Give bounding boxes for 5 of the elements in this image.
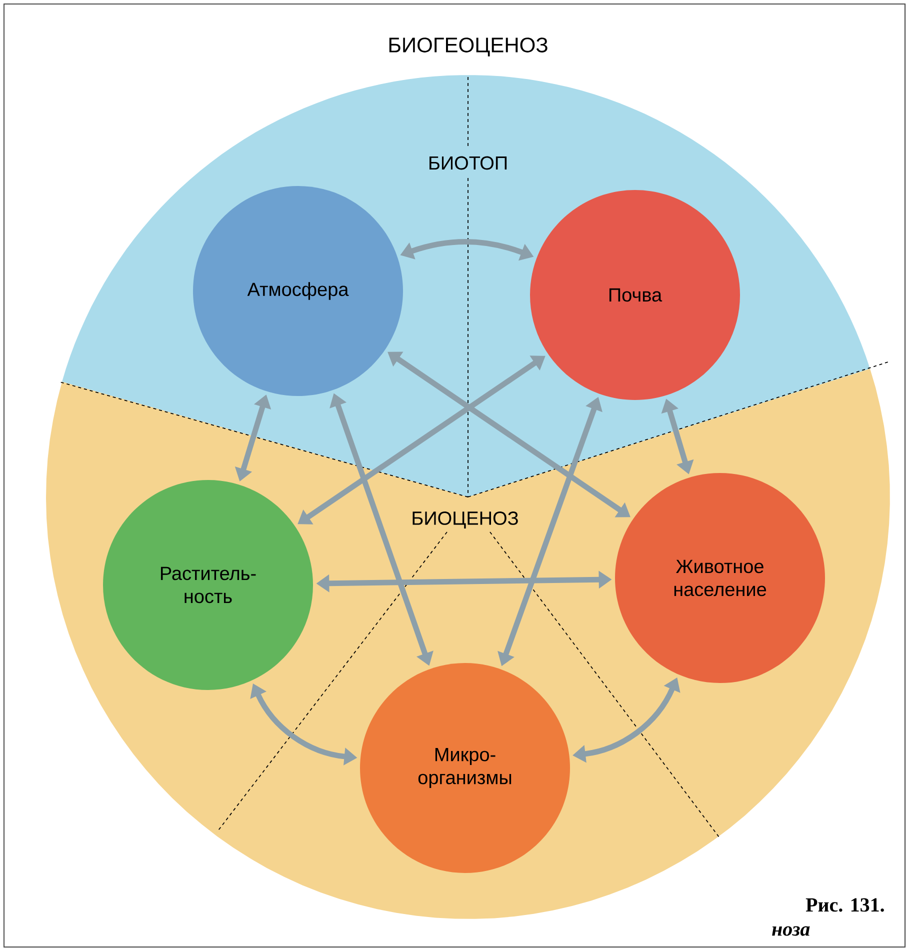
- sector-label: БИОТОП: [426, 154, 510, 172]
- sector-label: БИОЦЕНОЗ: [409, 509, 521, 531]
- title: БИОГЕОЦЕНОЗ: [389, 38, 548, 56]
- figure-caption: ноза: [772, 926, 810, 936]
- figure-caption: Рис. 131.: [806, 898, 884, 912]
